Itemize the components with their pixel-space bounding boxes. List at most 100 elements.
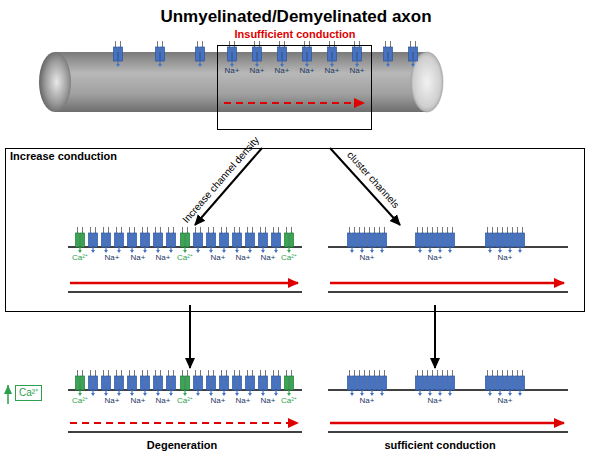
ion-channel bbox=[378, 227, 387, 253]
ion-channel bbox=[156, 41, 165, 67]
ion-label: Na+ bbox=[211, 397, 226, 405]
ion-channel bbox=[506, 370, 515, 396]
membrane-line bbox=[68, 291, 302, 293]
ion-channel bbox=[115, 227, 124, 253]
box-heading: Increase conduction bbox=[10, 151, 117, 162]
ion-channel bbox=[486, 370, 495, 396]
ion-channel bbox=[220, 227, 229, 253]
flow-arrow bbox=[330, 148, 400, 225]
ion-channel bbox=[368, 370, 377, 396]
ion-channel bbox=[516, 370, 525, 396]
ion-channel bbox=[207, 227, 216, 253]
ion-channel bbox=[194, 227, 203, 253]
ion-channel bbox=[89, 227, 98, 253]
ion-channel bbox=[114, 41, 123, 67]
ion-channel bbox=[358, 370, 367, 396]
ion-channel bbox=[76, 227, 85, 253]
ion-channel bbox=[246, 370, 255, 396]
ion-channel bbox=[496, 227, 505, 253]
ion-channel bbox=[426, 370, 435, 396]
membrane-panel: Ca²⁺Na+Na+Na+Ca²⁺Na+Na+Na+Ca²⁺Degenerati… bbox=[65, 368, 305, 458]
conduction-arrow bbox=[224, 102, 364, 104]
ion-label-box: Ca²⁺ bbox=[15, 385, 42, 401]
ion-channel bbox=[89, 370, 98, 396]
ion-channel bbox=[272, 370, 281, 396]
ion-channel bbox=[246, 227, 255, 253]
ion-channel bbox=[506, 227, 515, 253]
ion-channel bbox=[348, 370, 357, 396]
ion-label: Na+ bbox=[236, 397, 251, 405]
outline-box: Insufficient conductionNa+Na+Na+Na+Na+Na… bbox=[217, 45, 372, 130]
ion-channel bbox=[358, 227, 367, 253]
ion-label: Na+ bbox=[250, 67, 265, 75]
ion-label: Na+ bbox=[300, 67, 315, 75]
ion-channel bbox=[285, 370, 294, 396]
ion-label: Ca²⁺ bbox=[177, 254, 193, 262]
ion-channel bbox=[181, 227, 190, 253]
ion-channel bbox=[496, 370, 505, 396]
ion-label: Ca²⁺ bbox=[72, 397, 88, 405]
ion-channel bbox=[102, 370, 111, 396]
ion-channel bbox=[181, 370, 190, 396]
membrane-panel: Na+Na+Na+ bbox=[325, 225, 570, 305]
ion-channel bbox=[259, 227, 268, 253]
ion-label: Na+ bbox=[105, 254, 120, 262]
ion-label: Na+ bbox=[498, 397, 513, 405]
ion-label: Na+ bbox=[261, 254, 276, 262]
ion-channel bbox=[259, 370, 268, 396]
title: Unmyelinated/Demyelinated axon bbox=[0, 7, 592, 27]
ion-channel bbox=[436, 227, 445, 253]
ion-label: Ca²⁺ bbox=[281, 254, 297, 262]
panel-caption: sufficient conduction bbox=[384, 440, 495, 451]
ion-channel bbox=[141, 227, 150, 253]
ion-channel bbox=[141, 370, 150, 396]
ion-label: Ca²⁺ bbox=[72, 254, 88, 262]
conduction-arrow bbox=[70, 422, 298, 424]
ion-channel bbox=[233, 227, 242, 253]
conduction-arrow bbox=[70, 282, 298, 285]
ion-channel bbox=[516, 227, 525, 253]
outline-box: Increase conductionCa²⁺ Na+ Na+ Na+ Ca²⁺ Na+ N… bbox=[5, 148, 585, 312]
ion-label: Na+ bbox=[211, 254, 226, 262]
ion-channel bbox=[486, 227, 495, 253]
membrane-line bbox=[328, 431, 568, 433]
ion-label: Na+ bbox=[428, 397, 443, 405]
ion-channel bbox=[233, 370, 242, 396]
ion-label: Na+ bbox=[360, 397, 375, 405]
ion-label: Na+ bbox=[325, 67, 340, 75]
ion-channel bbox=[285, 227, 294, 253]
membrane-line bbox=[68, 431, 302, 433]
ion-label: Na+ bbox=[360, 254, 375, 262]
ion-channel bbox=[436, 370, 445, 396]
ion-label: Ca²⁺ bbox=[281, 397, 297, 405]
membrane-panel: Ca²⁺Na+Na+Na+Ca²⁺Na+Na+Na+Ca²⁺ bbox=[65, 225, 305, 305]
increase-arrow bbox=[7, 385, 9, 404]
ion-channel bbox=[416, 227, 425, 253]
conduction-arrow bbox=[330, 422, 564, 425]
ion-label: Na+ bbox=[156, 254, 171, 262]
ion-label: Na+ bbox=[498, 254, 513, 262]
ion-channel bbox=[128, 227, 137, 253]
membrane-panel: Na+ Na+ Na+ sufficient conduction bbox=[325, 368, 570, 458]
conduction-arrow bbox=[330, 282, 564, 285]
ion-channel bbox=[207, 370, 216, 396]
panel-caption: Degeneration bbox=[147, 440, 217, 451]
ion-label: Na+ bbox=[105, 397, 120, 405]
flow-arrow bbox=[189, 305, 191, 368]
ion-channel bbox=[272, 227, 281, 253]
ion-channel bbox=[128, 370, 137, 396]
ion-channel bbox=[102, 227, 111, 253]
ion-channel bbox=[416, 370, 425, 396]
ion-label: Ca²⁺ bbox=[177, 397, 193, 405]
ion-label: Na+ bbox=[275, 67, 290, 75]
ion-label: Na+ bbox=[236, 254, 251, 262]
axon-end bbox=[39, 52, 71, 112]
ion-label: Na+ bbox=[350, 67, 365, 75]
ion-channel bbox=[446, 370, 455, 396]
ion-channel bbox=[368, 227, 377, 253]
ion-channel bbox=[167, 227, 176, 253]
ion-label: Na+ bbox=[261, 397, 276, 405]
box-heading: Insufficient conduction bbox=[235, 29, 356, 40]
ion-channel bbox=[426, 227, 435, 253]
ion-channel bbox=[76, 370, 85, 396]
